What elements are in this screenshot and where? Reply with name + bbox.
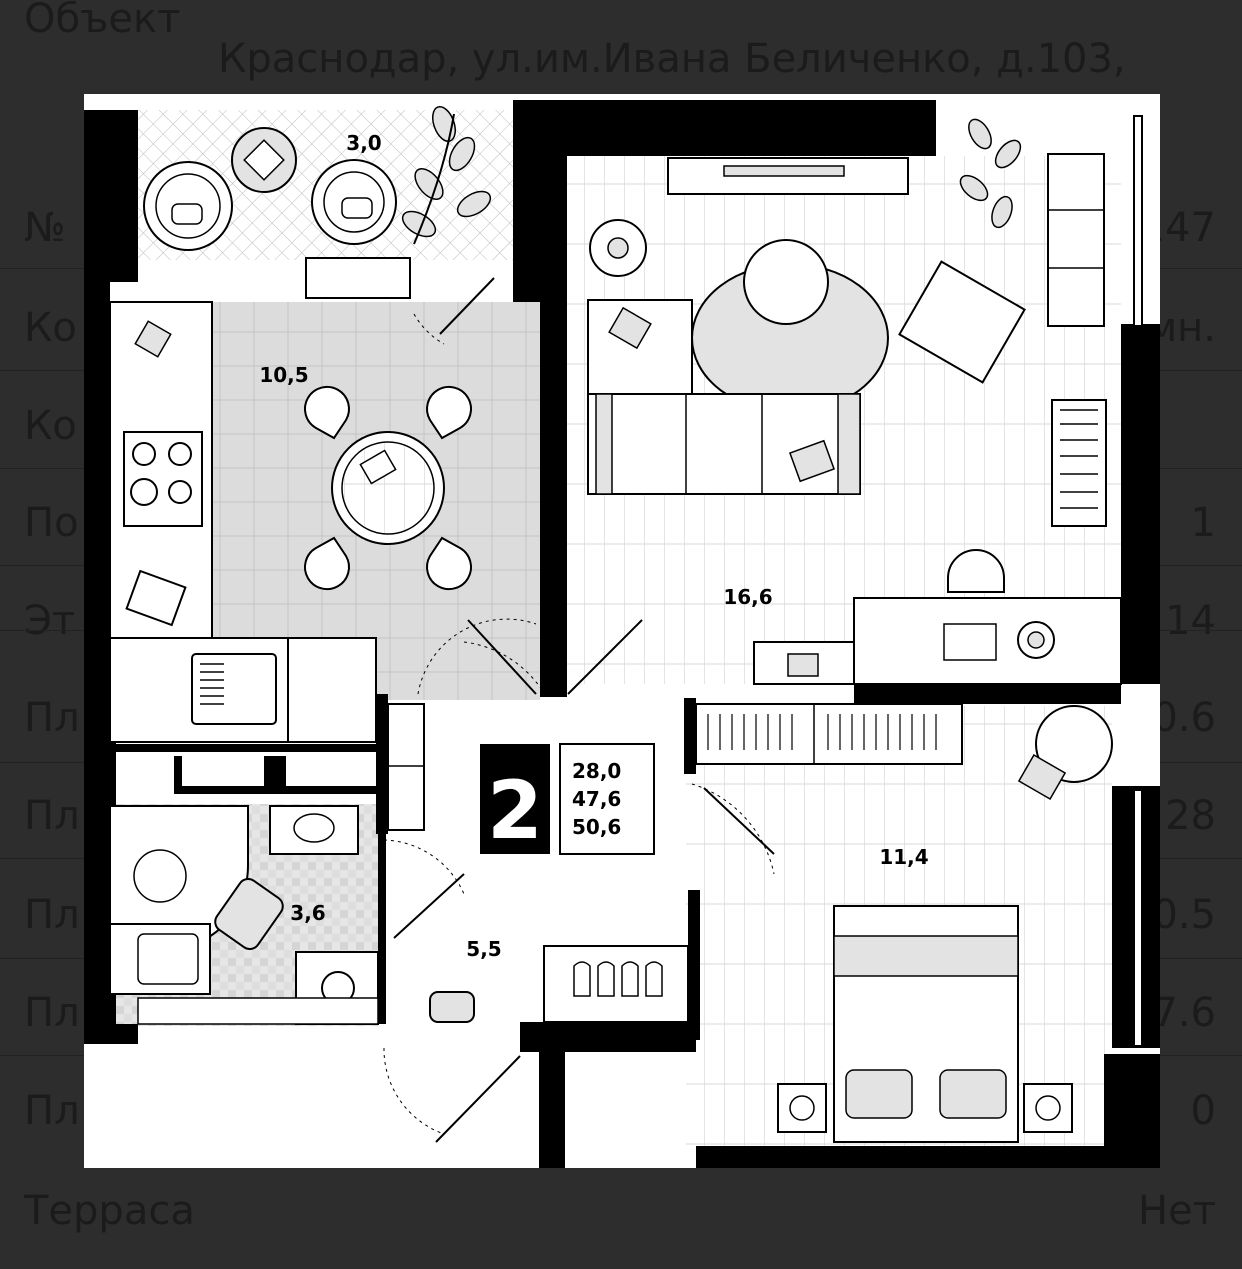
object-label: Объект: [24, 0, 181, 42]
living-room-area-label: 16,6: [723, 585, 772, 609]
rooms-count-box: [480, 744, 550, 854]
row-label-1: Ко: [24, 305, 77, 351]
bathroom-area-label: 3,6: [290, 901, 325, 925]
apartment-badge: 2 28,0 47,6 50,6: [480, 743, 655, 857]
living-room-furniture: [587, 118, 1122, 685]
bedroom-furniture: [695, 703, 1113, 1143]
areas-box: [559, 743, 655, 855]
row-value-3: 1: [1190, 500, 1216, 546]
row-label-4: Эт: [24, 598, 76, 644]
bathroom-furniture: [109, 805, 379, 1025]
terrace-label: Терраса: [24, 1188, 195, 1234]
row-value-5: 0.6: [1152, 695, 1216, 741]
hallway-furniture: [387, 703, 689, 1023]
balcony-area-label: 3,0: [346, 131, 381, 155]
total-area-balcony-value: 50,6: [572, 815, 621, 839]
row-label-2: Ко: [24, 403, 77, 449]
row-label-3: По: [24, 500, 79, 546]
hallway-area-label: 5,5: [466, 937, 501, 961]
rooms-count: 2: [487, 764, 543, 857]
row-value-4: 14: [1165, 598, 1216, 644]
balcony-furniture: [143, 105, 492, 251]
address-line: Краснодар, ул.им.Ивана Беличенко, д.103,: [218, 36, 1126, 82]
row-value-6: 28: [1165, 793, 1216, 839]
row-value-7: 0.5: [1152, 892, 1216, 938]
total-area-value: 47,6: [572, 787, 621, 811]
kitchen-furniture: [109, 301, 473, 743]
bedroom-area-label: 11,4: [879, 845, 928, 869]
row-label-6: Пл: [24, 793, 80, 839]
row-value-9: 0: [1190, 1088, 1216, 1134]
kitchen-area-label: 10,5: [259, 363, 308, 387]
row-value-8: 7.6: [1152, 990, 1216, 1036]
doors: [393, 277, 775, 1143]
living-area-value: 28,0: [572, 759, 621, 783]
row-label-0: №: [24, 205, 66, 251]
room-labels: 3,0 10,5 16,6 3,6 5,5 11,4: [259, 131, 928, 961]
row-label-8: Пл: [24, 990, 80, 1036]
row-label-5: Пл: [24, 695, 80, 741]
terrace-value: Нет: [1138, 1188, 1216, 1234]
floor-plan[interactable]: 3,0 10,5 16,6 3,6 5,5 11,4 2 28,0 47,6 5…: [84, 94, 1160, 1168]
row-label-7: Пл: [24, 892, 80, 938]
row-label-9: Пл: [24, 1088, 80, 1134]
windows: [305, 115, 1143, 1047]
